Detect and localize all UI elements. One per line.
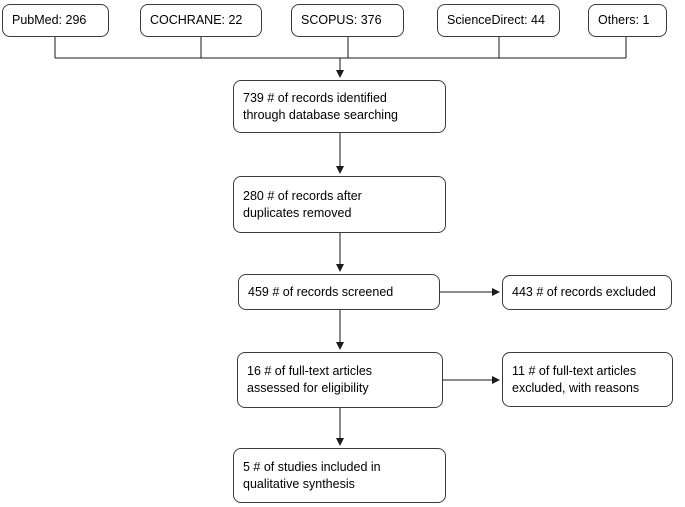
source-box-others: Others: 1: [588, 4, 667, 37]
records-screened-label: 459 # of records screened: [248, 284, 394, 299]
studies-included-label: 5 # of studies included in qualitative s…: [243, 459, 381, 491]
source-label-scopus: SCOPUS: 376: [301, 13, 382, 27]
records-excluded-box: 443 # of records excluded: [502, 275, 672, 310]
duplicates-removed-label: 280 # of records after duplicates remove…: [243, 188, 362, 220]
source-label-sciencedirect: ScienceDirect: 44: [447, 13, 545, 27]
records-screened-box: 459 # of records screened: [238, 274, 440, 310]
duplicates-removed-box: 280 # of records after duplicates remove…: [233, 176, 446, 233]
source-box-scopus: SCOPUS: 376: [291, 4, 404, 37]
source-label-cochrane: COCHRANE: 22: [150, 13, 243, 27]
source-label-pubmed: PubMed: 296: [12, 13, 87, 27]
source-box-pubmed: PubMed: 296: [2, 4, 109, 37]
fulltext-assessed-box: 16 # of full-text articles assessed for …: [237, 352, 443, 408]
records-excluded-label: 443 # of records excluded: [512, 285, 656, 299]
source-label-others: Others: 1: [598, 13, 650, 27]
fulltext-assessed-label: 16 # of full-text articles assessed for …: [247, 364, 373, 395]
source-box-sciencedirect: ScienceDirect: 44: [437, 4, 560, 37]
fulltext-excluded-box: 11 # of full-text articles excluded, wit…: [502, 352, 673, 407]
records-identified-box: 739 # of records identified through data…: [233, 80, 446, 133]
studies-included-box: 5 # of studies included in qualitative s…: [233, 448, 446, 503]
source-box-cochrane: COCHRANE: 22: [140, 4, 262, 37]
records-identified-label: 739 # of records identified through data…: [243, 90, 398, 122]
fulltext-excluded-label: 11 # of full-text articles excluded, wit…: [512, 363, 640, 395]
